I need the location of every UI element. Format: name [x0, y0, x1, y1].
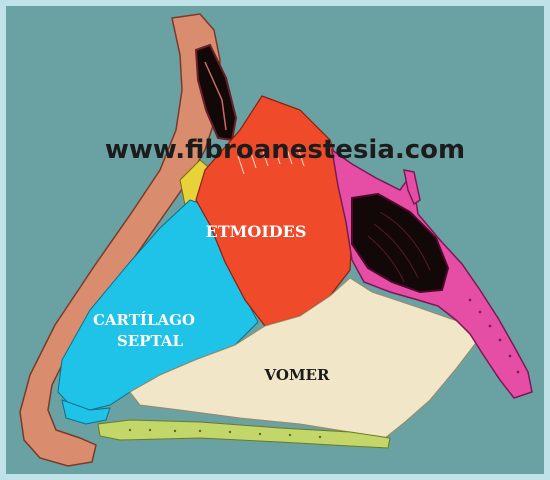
label-vomer: VOMER [264, 366, 330, 384]
watermark-url: www.fibroanestesia.com [105, 135, 465, 165]
label-etmoides: ETMOIDES [206, 222, 307, 241]
label-cartilago-line2: SEPTAL [117, 332, 184, 350]
label-cartilago-line1: CARTÍLAGO [93, 311, 195, 329]
